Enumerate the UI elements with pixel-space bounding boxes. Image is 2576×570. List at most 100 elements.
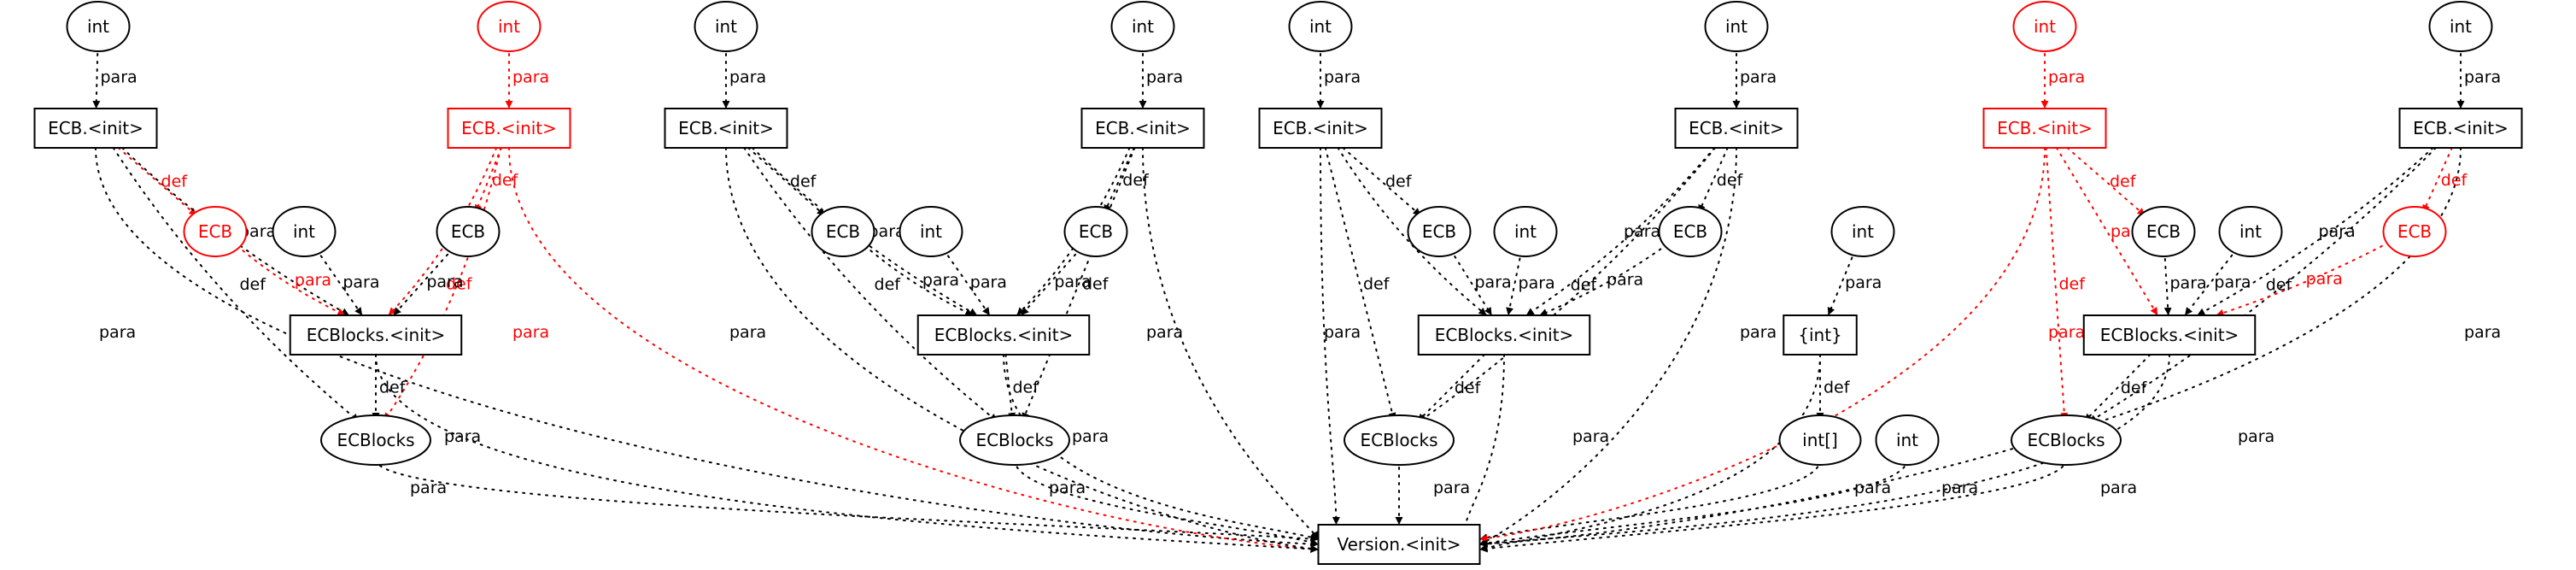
node-a_blocks[interactable]: ECBlocks bbox=[320, 414, 431, 466]
edge-para-c_init2-to-c_blinit bbox=[1525, 147, 1716, 316]
edge-para-a_init2-to-version bbox=[508, 147, 1320, 553]
node-c_int3[interactable]: int bbox=[1704, 1, 1769, 52]
node-b_ecb2[interactable]: ECB bbox=[1063, 206, 1128, 257]
edge-label: para bbox=[2464, 323, 2501, 342]
edge-label: def bbox=[161, 173, 189, 191]
node-label: ECB.<init> bbox=[1689, 118, 1784, 138]
node-box bbox=[1317, 524, 1481, 565]
edge-label: para bbox=[729, 68, 766, 87]
node-d_blocks[interactable]: ECBlocks bbox=[2011, 414, 2122, 466]
node-d_int3[interactable]: int bbox=[2428, 1, 2493, 52]
node-b_blinit[interactable]: ECBlocks.<init> bbox=[916, 314, 1091, 356]
node-b_ecb1[interactable]: ECB bbox=[811, 206, 875, 257]
edge-label: def bbox=[446, 275, 473, 294]
edge-para-b_init1-to-version bbox=[725, 147, 1320, 553]
node-c_blocks[interactable]: ECBlocks bbox=[1344, 414, 1455, 466]
edge-label: para bbox=[2100, 479, 2137, 497]
edge-label: para bbox=[1146, 323, 1183, 342]
node-e_int1[interactable]: int bbox=[1830, 206, 1895, 257]
edge-label: def bbox=[379, 379, 407, 397]
node-b_blocks[interactable]: ECBlocks bbox=[959, 414, 1070, 466]
node-d_ecb2[interactable]: ECB bbox=[2382, 206, 2447, 257]
node-label: int[] bbox=[1802, 430, 1838, 450]
edge-label: para bbox=[1049, 479, 1086, 497]
node-label: int bbox=[498, 16, 520, 37]
edge-label: def bbox=[240, 275, 267, 294]
edge-label: para bbox=[512, 323, 549, 342]
node-c_int1[interactable]: int bbox=[1288, 1, 1353, 52]
edge-label: def bbox=[2266, 276, 2293, 295]
node-e_arr[interactable]: int[] bbox=[1778, 414, 1862, 466]
edge-def-d_init2-to-d_blocks bbox=[2087, 147, 2437, 424]
edge-def-b_init1-to-b_ecb1 bbox=[747, 147, 826, 217]
node-d_int1[interactable]: int bbox=[2012, 1, 2077, 52]
node-c_ecb1[interactable]: ECB bbox=[1407, 206, 1472, 257]
node-d_blinit[interactable]: ECBlocks.<init> bbox=[2082, 314, 2257, 356]
edge-label: para bbox=[1324, 323, 1361, 342]
node-label: ECBlocks bbox=[975, 430, 1053, 450]
node-c_blinit[interactable]: ECBlocks.<init> bbox=[1417, 314, 1591, 356]
node-version[interactable]: Version.<init> bbox=[1317, 524, 1481, 565]
edge-label: para bbox=[1146, 68, 1183, 87]
node-d_ecb1[interactable]: ECB bbox=[2131, 206, 2196, 257]
node-ellipse bbox=[899, 206, 963, 257]
edge-def-b_init1-to-b_blocks bbox=[743, 147, 998, 423]
node-box bbox=[1258, 108, 1383, 149]
edge-label: para bbox=[1433, 479, 1470, 497]
node-ellipse bbox=[2218, 206, 2283, 257]
edge-label: para bbox=[2169, 273, 2206, 292]
edge-para-a_int1-to-a_init1 bbox=[92, 44, 101, 109]
node-c_init2[interactable]: ECB.<init> bbox=[1674, 108, 1799, 149]
node-ellipse bbox=[959, 414, 1070, 466]
node-c_init1[interactable]: ECB.<init> bbox=[1258, 108, 1383, 149]
edge-label: def bbox=[1824, 379, 1851, 397]
node-b_init2[interactable]: ECB.<init> bbox=[1080, 108, 1205, 149]
node-a_int1[interactable]: int bbox=[66, 1, 131, 52]
edge-label: para bbox=[2048, 68, 2085, 87]
node-a_ecb2[interactable]: ECB bbox=[436, 206, 501, 257]
node-e_int2[interactable]: int bbox=[1875, 414, 1940, 466]
node-label: ECBlocks bbox=[2027, 430, 2105, 450]
node-e_set[interactable]: {int} bbox=[1783, 314, 1858, 356]
node-a_init2[interactable]: ECB.<init> bbox=[447, 108, 571, 149]
node-a_blinit[interactable]: ECBlocks.<init> bbox=[289, 314, 463, 356]
node-ellipse bbox=[1778, 414, 1862, 466]
edge-para-b_int2-to-b_blinit bbox=[942, 249, 991, 316]
node-d_init2[interactable]: ECB.<init> bbox=[2398, 108, 2523, 149]
edge-para-d_ecb1-to-d_blinit bbox=[2163, 250, 2172, 316]
node-box bbox=[2398, 108, 2523, 149]
node-d_int2[interactable]: int bbox=[2218, 206, 2283, 257]
node-label: {int} bbox=[1798, 325, 1842, 345]
node-box bbox=[289, 314, 463, 356]
node-label: ECB.<init> bbox=[2413, 118, 2509, 138]
node-a_int2[interactable]: int bbox=[272, 206, 337, 257]
edge-para-a_init1-to-version bbox=[95, 147, 1320, 549]
node-a_init1[interactable]: ECB.<init> bbox=[33, 108, 158, 149]
edge-label: para bbox=[2238, 427, 2274, 446]
node-a_ecb1[interactable]: ECB bbox=[183, 206, 248, 257]
edge-def-a_init2-to-a_blocks bbox=[383, 147, 502, 422]
edge-label: para bbox=[2464, 68, 2501, 87]
node-label: ECBlocks bbox=[1360, 430, 1437, 450]
edge-label: def bbox=[790, 173, 817, 191]
node-d_init1[interactable]: ECB.<init> bbox=[1982, 108, 2107, 149]
node-b_init1[interactable]: ECB.<init> bbox=[664, 108, 788, 149]
node-c_int2[interactable]: int bbox=[1493, 206, 1558, 257]
edge-label: def bbox=[2441, 171, 2468, 190]
node-label: ECBlocks.<init> bbox=[1435, 325, 1574, 345]
edge-para-d_int2-to-d_blinit bbox=[2184, 248, 2238, 316]
node-box bbox=[33, 108, 158, 149]
node-ellipse bbox=[436, 206, 501, 257]
edge-label: def bbox=[1122, 171, 1150, 190]
edge-def-c_init1-to-c_blocks bbox=[1324, 147, 1396, 422]
node-b_int2[interactable]: int bbox=[899, 206, 963, 257]
node-label: ECB bbox=[2146, 221, 2181, 242]
edge-label: def bbox=[1082, 275, 1109, 294]
edge-para-c_init2-to-version bbox=[1478, 147, 1737, 545]
node-c_ecb2[interactable]: ECB bbox=[1658, 206, 1723, 257]
node-label: int bbox=[87, 16, 109, 37]
node-b_int3[interactable]: int bbox=[1110, 1, 1175, 52]
node-a_int3[interactable]: int bbox=[477, 1, 542, 52]
node-b_int1[interactable]: int bbox=[694, 1, 758, 52]
edge-label: para bbox=[869, 222, 905, 241]
